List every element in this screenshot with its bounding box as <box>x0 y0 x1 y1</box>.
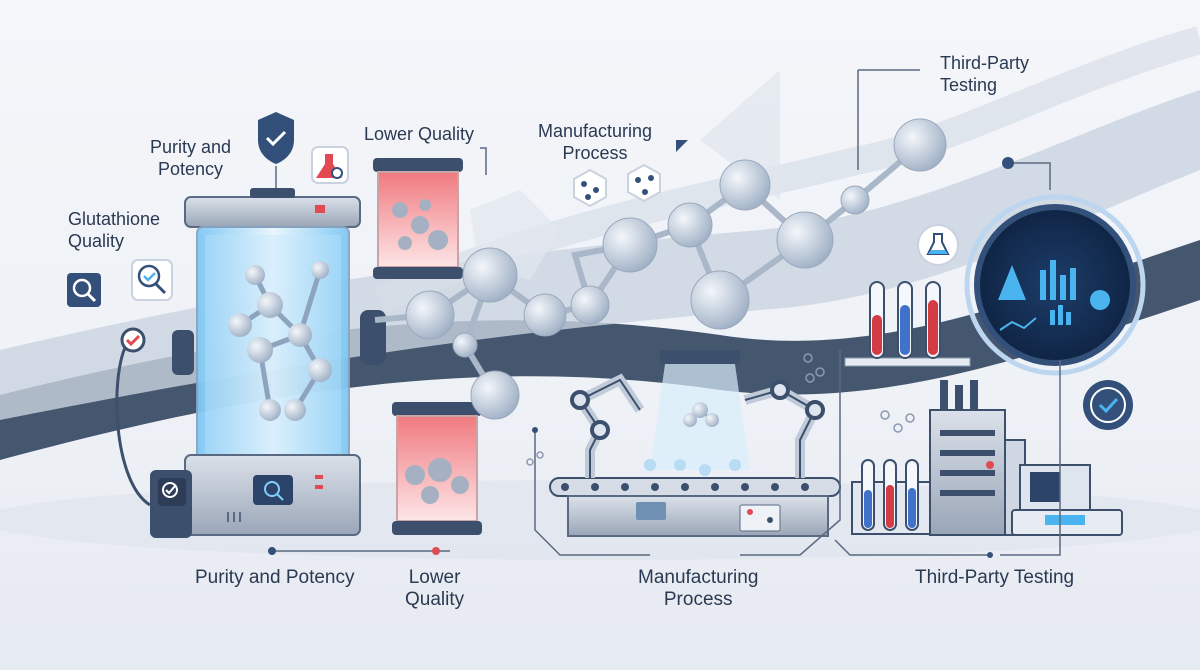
label-lower-quality-top: Lower Quality <box>364 124 475 144</box>
test-tube-rack-bottom <box>851 459 933 535</box>
tiny-molecules <box>526 353 915 466</box>
shield-check-icon <box>258 112 294 164</box>
reactor <box>172 188 386 536</box>
label-manufacturing-bottom: Manufacturing Process <box>638 567 759 610</box>
leader-dot <box>432 547 440 555</box>
testing-monitor <box>964 194 1146 376</box>
magnifier-check-icon <box>131 259 173 301</box>
manufacturing-line <box>549 350 841 537</box>
magnifier-icon-left <box>67 273 101 307</box>
leader-lines <box>272 69 1061 556</box>
label-third-party-top: Third-Party Testing <box>940 53 1030 95</box>
dark-wave <box>0 240 1200 460</box>
leader-dot <box>268 547 276 555</box>
lower-quality-canister-bottom <box>392 402 482 535</box>
lower-quality-canister-top <box>373 158 463 279</box>
small-dark-triangle <box>676 140 688 152</box>
leader-dot <box>987 552 993 558</box>
hose <box>115 338 151 507</box>
leader-dot <box>532 427 538 433</box>
flask-icon-right <box>917 224 959 266</box>
label-third-party-bottom: Third-Party Testing <box>915 567 1075 588</box>
label-manufacturing-top: Manufacturing Process <box>538 121 653 163</box>
label-glutathione-quality: Glutathione Quality <box>68 209 161 251</box>
analyzer-machine <box>929 380 1123 536</box>
label-purity-potency-bottom: Purity and Potency <box>195 567 355 588</box>
flask-icon <box>311 146 349 184</box>
molecule-chain <box>374 118 947 420</box>
leader-dot <box>1002 157 1014 169</box>
check-badge-icon <box>1083 380 1133 430</box>
test-tube-rack-top <box>844 281 971 367</box>
label-purity-potency-top: Purity and Potency <box>150 137 232 179</box>
label-lower-quality-bottom: Lower Quality <box>405 567 465 610</box>
molecule-hex-icons <box>573 163 661 208</box>
